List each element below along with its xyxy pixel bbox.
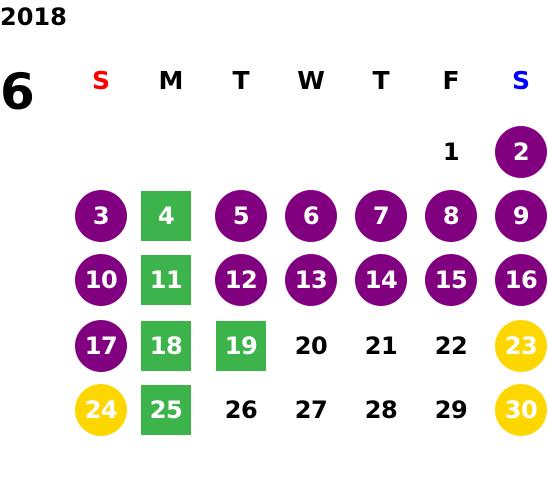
day-cell-27[interactable]: 27	[294, 396, 328, 424]
day-cell-23[interactable]: 23	[495, 320, 547, 372]
day-cell-1[interactable]: 1	[442, 138, 460, 166]
day-cell-2[interactable]: 2	[495, 126, 547, 178]
calendar-year: 2018	[0, 3, 67, 31]
day-cell-24[interactable]: 24	[75, 384, 127, 436]
day-cell-16[interactable]: 16	[495, 254, 547, 306]
day-cell-25[interactable]: 25	[141, 385, 191, 435]
day-cell-7[interactable]: 7	[355, 190, 407, 242]
weekday-header-5: T	[372, 65, 390, 95]
day-cell-12[interactable]: 12	[215, 254, 267, 306]
day-cell-21[interactable]: 21	[364, 332, 398, 360]
day-cell-14[interactable]: 14	[355, 254, 407, 306]
day-cell-8[interactable]: 8	[425, 190, 477, 242]
day-cell-15[interactable]: 15	[425, 254, 477, 306]
weekday-header-1: S	[91, 65, 110, 95]
weekday-header-6: F	[442, 65, 460, 95]
day-cell-29[interactable]: 29	[434, 396, 468, 424]
weekday-header-7: S	[511, 65, 530, 95]
day-cell-26[interactable]: 26	[224, 396, 258, 424]
day-cell-6[interactable]: 6	[285, 190, 337, 242]
day-cell-18[interactable]: 18	[141, 321, 191, 371]
day-cell-22[interactable]: 22	[434, 332, 468, 360]
weekday-header-4: W	[297, 65, 325, 95]
day-cell-17[interactable]: 17	[75, 320, 127, 372]
day-cell-3[interactable]: 3	[75, 190, 127, 242]
weekday-header-2: M	[158, 65, 184, 95]
day-cell-5[interactable]: 5	[215, 190, 267, 242]
day-cell-19[interactable]: 19	[216, 321, 266, 371]
day-cell-30[interactable]: 30	[495, 384, 547, 436]
weekday-header-3: T	[232, 65, 250, 95]
calendar-month: 6	[0, 63, 35, 121]
day-cell-28[interactable]: 28	[364, 396, 398, 424]
day-cell-10[interactable]: 10	[75, 254, 127, 306]
day-cell-20[interactable]: 20	[294, 332, 328, 360]
day-cell-9[interactable]: 9	[495, 190, 547, 242]
day-cell-4[interactable]: 4	[141, 191, 191, 241]
day-cell-13[interactable]: 13	[285, 254, 337, 306]
day-cell-11[interactable]: 11	[141, 255, 191, 305]
